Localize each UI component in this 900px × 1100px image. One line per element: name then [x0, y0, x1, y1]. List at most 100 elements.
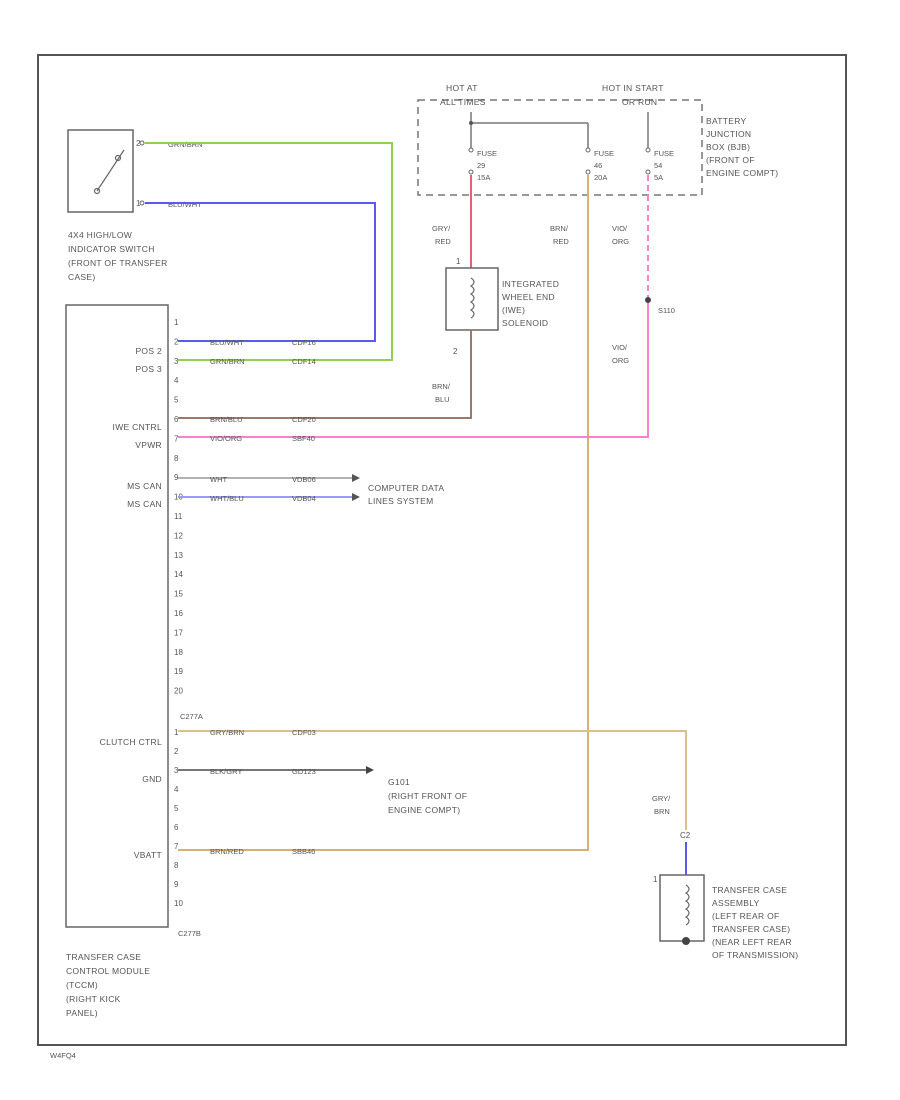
wire-iwe-color: BRN/BLU [210, 415, 243, 424]
wire-label-vpwr-lower-2: ORG [612, 356, 629, 365]
fuse29-number: 29 [477, 161, 485, 170]
bjb-node-left [469, 121, 473, 125]
pin-c277a-16: 16 [174, 609, 183, 618]
connector-c277a: C277A [180, 712, 203, 721]
switch-terminal-top [139, 140, 145, 146]
module-label-1: TRANSFER CASE [66, 952, 141, 962]
fuse29-amps: 15A [477, 173, 490, 182]
wire-clutch-circuit: CDF03 [292, 728, 316, 737]
motor-label-5: (NEAR LEFT REAR [712, 937, 792, 947]
switch-label-1: 4X4 HIGH/LOW [68, 230, 132, 240]
pin-c277a-17: 17 [174, 628, 183, 637]
wire-brn-blu-iwe [178, 330, 472, 419]
module-pin-label-vbatt: VBATT [134, 850, 162, 860]
pin-c277a-2: 2 [174, 337, 179, 346]
wire-pos3-color: GRN/BRN [210, 357, 245, 366]
switch-contact-bottom [93, 187, 101, 195]
bjb-label-4: (FRONT OF [706, 155, 755, 165]
wire-label-solenoid-out-1: BRN/ [432, 382, 451, 391]
module-pin-label-pos3: POS 3 [135, 364, 162, 374]
pin-c277a-4: 4 [174, 376, 179, 385]
arrow-gnd [366, 766, 374, 774]
pin-c277a-20: 20 [174, 687, 183, 696]
arrow-mscan-m [352, 493, 360, 501]
bjb-hot-left-2: ALL TIMES [440, 97, 486, 107]
wire-label-fuse29-2: RED [435, 237, 451, 246]
wire-label-fuse29-1: GRY/ [432, 224, 451, 233]
arrow-mscan-p [352, 474, 360, 482]
fuse29-name: FUSE [477, 149, 497, 158]
bjb-hot-right-2: OR RUN [622, 97, 657, 107]
ground-label-2: ENGINE COMPT) [388, 805, 460, 815]
module-pin-label-mscan-p: MS CAN [127, 481, 162, 491]
wire-vpwr-color: VIO/ORG [210, 434, 242, 443]
wire-label-motor-in-1: GRY/ [652, 794, 671, 803]
switch-contact-top [114, 154, 122, 162]
fuse29-terminal-bottom [468, 169, 474, 175]
wire-gnd-circuit: GD123 [292, 767, 316, 776]
module-pin-label-gnd: GND [142, 774, 162, 784]
module-pin-label-vpwr: VPWR [135, 440, 162, 450]
fuse46-name: FUSE [594, 149, 614, 158]
fuse54-number: 54 [654, 161, 662, 170]
wire-gnd-color: BLK/GRY [210, 767, 242, 776]
switch-terminal-bottom [139, 200, 145, 206]
wire-label-solenoid-out-2: BLU [435, 395, 450, 404]
solenoid-pin-bottom: 2 [453, 347, 458, 356]
wire-pos3-circuit: CDF14 [292, 357, 316, 366]
wire-label-fuse54-2: ORG [612, 237, 629, 246]
bjb-label-5: ENGINE COMPT) [706, 168, 778, 178]
pin-c277a-1: 1 [174, 318, 179, 327]
pin-c277b-5: 5 [174, 804, 179, 813]
fuse54-amps: 5A [654, 173, 663, 182]
wire-mscan-m-color: WHT/BLU [210, 494, 244, 503]
module-pin-label-pos2: POS 2 [135, 346, 162, 356]
footer-code: W4FQ4 [50, 1051, 76, 1060]
bjb-label-2: JUNCTION [706, 129, 751, 139]
switch-box [67, 129, 134, 213]
fuse54-terminal-top [645, 147, 651, 153]
motor-label-3: (LEFT REAR OF [712, 911, 780, 921]
solenoid-coil [469, 277, 475, 319]
motor-coil [684, 884, 690, 926]
motor-label-1: TRANSFER CASE [712, 885, 787, 895]
motor-label-2: ASSEMBLY [712, 898, 760, 908]
motor-ground-dot [682, 937, 690, 945]
pin-c277b-9: 9 [174, 880, 179, 889]
iwe-solenoid: 1 2 INTEGRATED WHEEL END (IWE) SOLENOID [445, 257, 559, 356]
ground-label-1: (RIGHT FRONT OF [388, 791, 467, 801]
solenoid-box [445, 267, 499, 331]
transfer-case-assembly: C2 1 TRANSFER CASE ASSEMBLY (LEFT REAR O… [653, 831, 798, 960]
pin-c277a-7: 7 [174, 434, 179, 443]
pin-c277a-11: 11 [174, 512, 183, 521]
bjb-hot-right-1: HOT IN START [602, 83, 664, 93]
motor-box [659, 874, 705, 942]
pin-c277b-1: 1 [174, 728, 179, 737]
wire-pos2-color: BLU/WHT [210, 338, 244, 347]
wire-mscan-p-circuit: VDB06 [292, 475, 316, 484]
bjb-label-1: BATTERY [706, 116, 747, 126]
fuse46-amps: 20A [594, 173, 607, 182]
motor-pin-bottom: 1 [653, 875, 658, 884]
solenoid-label-2: WHEEL END [502, 292, 555, 302]
fuse46-terminal-bottom [585, 169, 591, 175]
wire-pos2-circuit: CDF16 [292, 338, 316, 347]
high-low-indicator-switch: 2 1 GRN/BRN BLU/WHT 4X4 HIGH/LOW INDICAT… [67, 129, 203, 282]
fuse29-terminal-top [468, 147, 474, 153]
switch-label-2: INDICATOR SWITCH [68, 244, 155, 254]
pin-c277b-7: 7 [174, 842, 179, 851]
motor-label-6: OF TRANSMISSION) [712, 950, 798, 960]
pin-c277a-8: 8 [174, 454, 179, 463]
pin-c277b-3: 3 [174, 766, 179, 775]
wire-label-fuse46-1: BRN/ [550, 224, 569, 233]
ground-g101: G101 [388, 777, 410, 787]
diagram-frame [37, 54, 847, 1046]
bjb-outline [417, 99, 703, 196]
pin-c277a-14: 14 [174, 570, 183, 579]
wire-blu-wht-pos2 [145, 202, 376, 342]
solenoid-pin-top: 1 [456, 257, 461, 266]
pin-c277a-19: 19 [174, 667, 183, 676]
wire-clutch-color: GRY/BRN [210, 728, 244, 737]
